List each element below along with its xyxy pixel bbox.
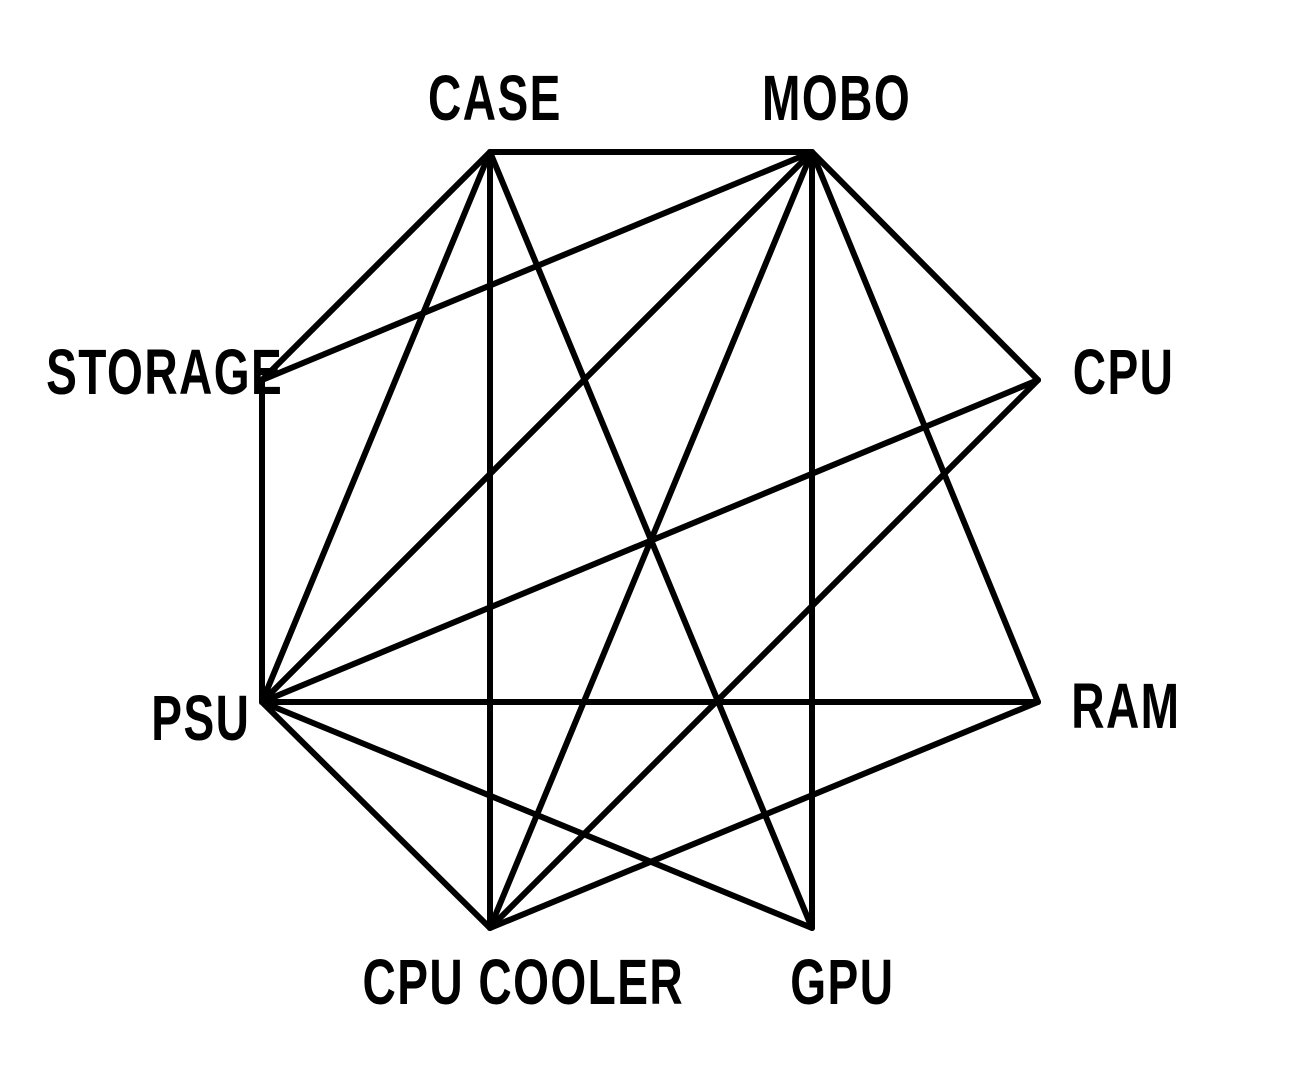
edge-psu-gpu bbox=[259, 699, 815, 931]
edge-psu-cpu_cooler bbox=[259, 699, 493, 931]
node-label-psu: PSU bbox=[151, 682, 251, 754]
edge-ram-cpu_cooler bbox=[487, 699, 1041, 931]
edge-case-storage bbox=[259, 149, 493, 383]
edge-mobo-cpu bbox=[809, 149, 1041, 383]
edge-case-psu bbox=[259, 149, 493, 705]
node-label-case: CASE bbox=[428, 62, 562, 134]
edge-psu-cpu bbox=[259, 377, 1041, 705]
node-label-ram: RAM bbox=[1071, 670, 1181, 742]
node-label-cpu: CPU bbox=[1072, 336, 1175, 408]
node-label-mobo: MOBO bbox=[761, 62, 912, 134]
node-label-storage: STORAGE bbox=[46, 336, 284, 408]
node-label-gpu: GPU bbox=[790, 946, 895, 1018]
edge-mobo-storage bbox=[259, 149, 815, 383]
edge-mobo-psu bbox=[259, 149, 815, 705]
edge-cpu-cpu_cooler bbox=[487, 377, 1041, 931]
node-label-cpu-cooler: CPU COOLER bbox=[362, 946, 685, 1018]
